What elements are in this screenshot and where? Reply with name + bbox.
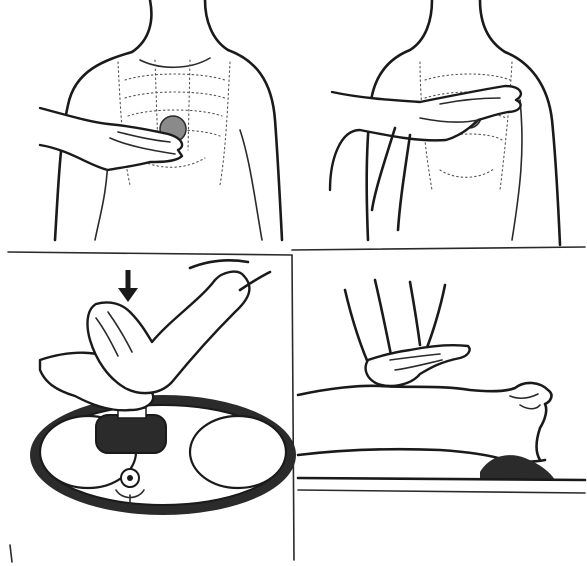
- head-support: [480, 455, 555, 480]
- forearm2-line-2: [398, 135, 410, 230]
- rescuer-arm-left-b: [375, 280, 392, 360]
- heart: [96, 415, 166, 453]
- divider-vertical: [292, 255, 294, 560]
- torso-right-outline: [205, 0, 282, 240]
- arm-line-a: [190, 260, 248, 268]
- rescuer-arm-right-a: [410, 282, 420, 345]
- arm-line-right: [240, 130, 262, 240]
- rescuer-arm-right-b: [426, 285, 445, 350]
- patient-face: [510, 394, 538, 398]
- panel-cross-section-compression: [30, 260, 296, 515]
- divider-top-right: [292, 247, 585, 250]
- forearm2-line: [372, 128, 395, 210]
- torso2-right-outline: [480, 0, 560, 245]
- divider-top-left: [8, 252, 292, 255]
- frame-edge: [10, 545, 12, 562]
- upper-hand-and-arm: [88, 272, 250, 393]
- patient-jaw: [520, 405, 540, 409]
- panel-hand-placement-on-sternum: [40, 0, 282, 240]
- clavicle-line: [140, 58, 210, 67]
- down-arrow-icon: [118, 270, 138, 302]
- right-lung: [190, 416, 286, 488]
- panel-side-view-compression: [298, 280, 585, 493]
- rescuer-hand-2: [330, 86, 521, 190]
- panel-second-hand-placement: [330, 0, 560, 245]
- floor-line-2: [298, 490, 585, 493]
- arm2-line-right: [512, 100, 522, 240]
